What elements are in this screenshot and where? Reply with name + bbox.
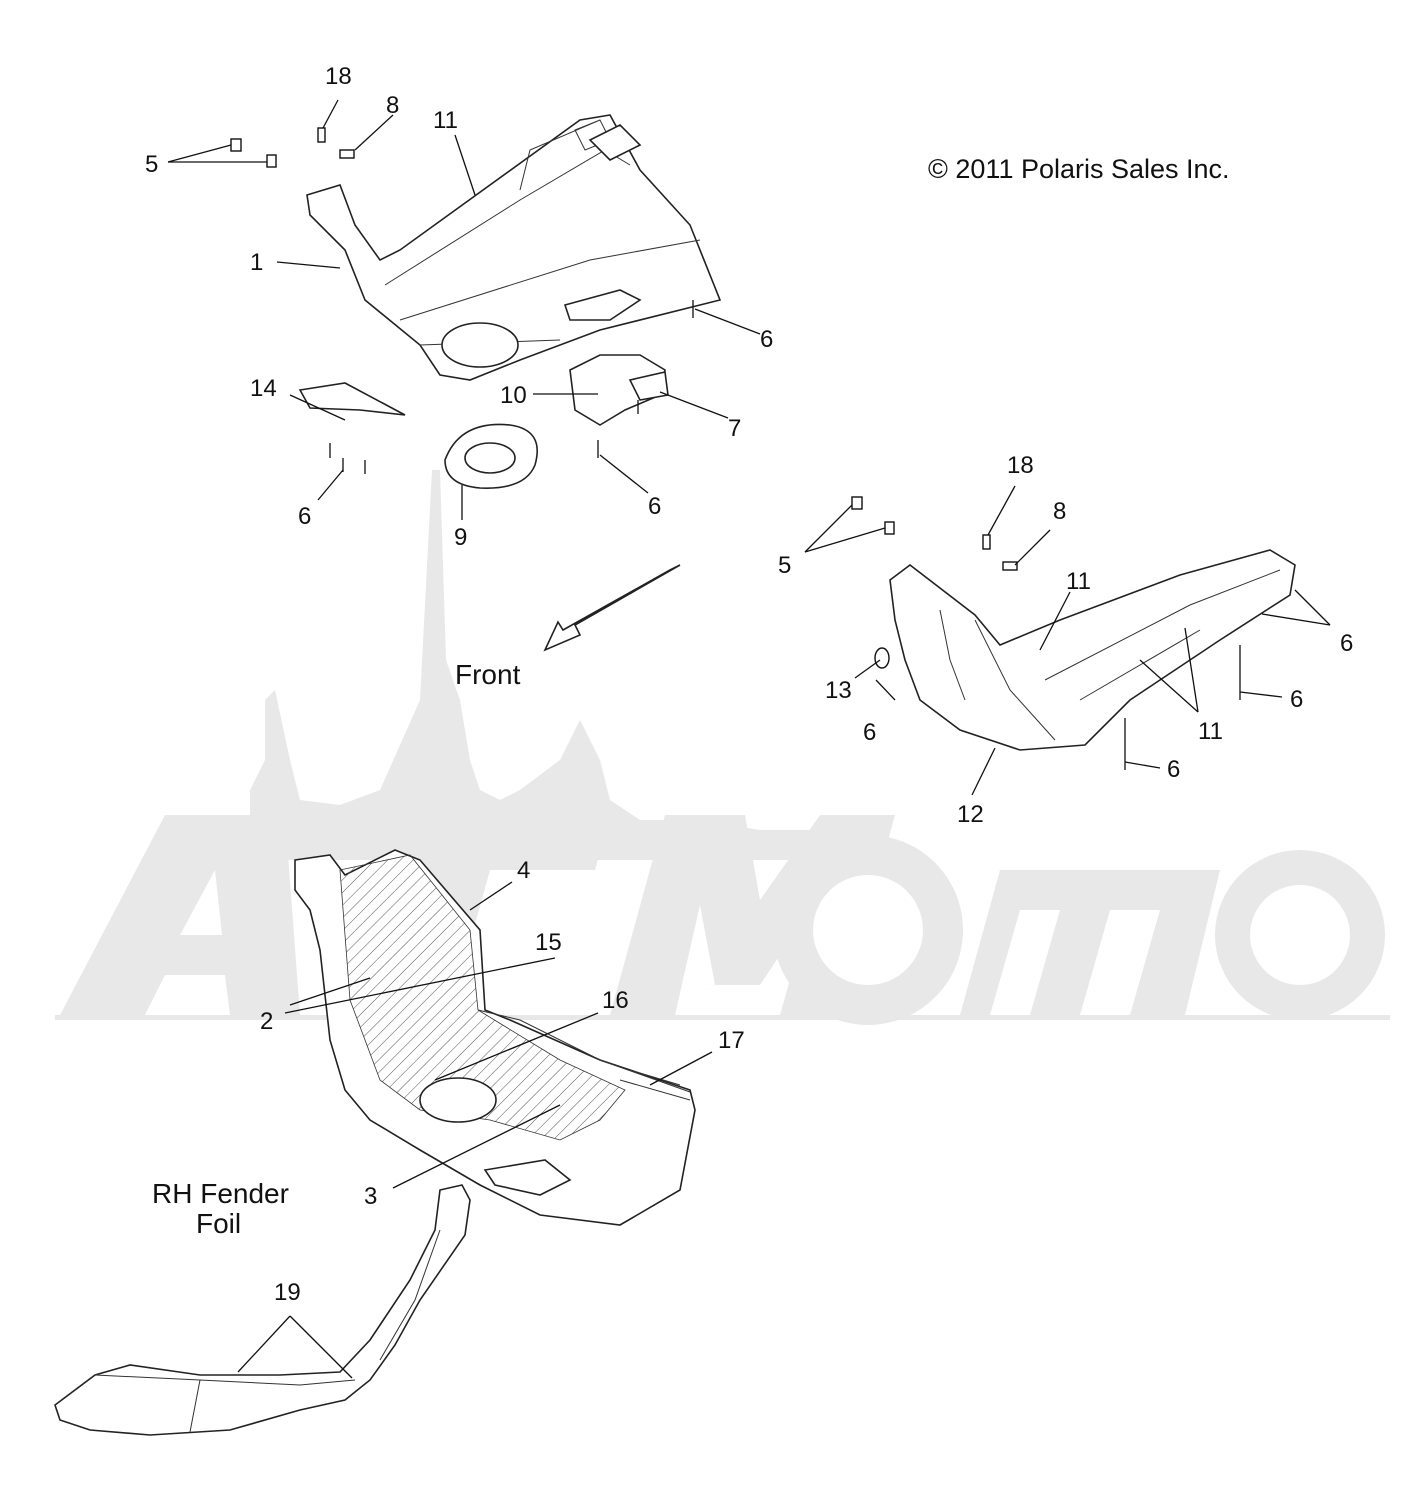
callout-17: 17 [718, 1027, 745, 1054]
callout-13: 13 [825, 677, 852, 704]
callout-6: 6 [863, 719, 876, 746]
callout-19: 19 [274, 1279, 301, 1306]
callout-18: 18 [325, 63, 352, 90]
callout-labels: 18 8 11 5 1 6 10 7 14 6 9 6 18 8 5 11 6 … [145, 63, 1353, 1306]
front-label: Front [455, 659, 521, 690]
callout-8: 8 [386, 92, 399, 119]
callout-6: 6 [1290, 686, 1303, 713]
callout-16: 16 [602, 987, 629, 1014]
rh-footwell-assembly [889, 549, 1296, 751]
watermark-logo: ActiMoto [55, 470, 1390, 1025]
callout-18: 18 [1007, 452, 1034, 479]
front-direction-arrow: Front [455, 564, 681, 690]
callout-5: 5 [778, 552, 791, 579]
fasteners [230, 127, 1241, 770]
screw-icon [329, 300, 1241, 770]
callout-6: 6 [1340, 630, 1353, 657]
leader-lines [167, 99, 1331, 1379]
grommet-ring [444, 423, 538, 489]
lh-footwell-assembly [306, 114, 722, 381]
callout-8: 8 [1053, 498, 1066, 525]
callout-3: 3 [364, 1183, 377, 1210]
callout-12: 12 [957, 801, 984, 828]
callout-6: 6 [760, 326, 773, 353]
callout-15: 15 [535, 929, 562, 956]
watermark-text: ActiMoto [705, 988, 709, 991]
callout-10: 10 [500, 382, 527, 409]
copyright-text: © 2011 Polaris Sales Inc. [928, 154, 1230, 184]
callout-6: 6 [298, 503, 311, 530]
push-rivet-icon [230, 127, 1018, 669]
rh-fender-label-line2: Foil [196, 1208, 241, 1239]
callout-11: 11 [433, 107, 458, 134]
heel-panel [569, 354, 669, 426]
lower-footwell-assembly [294, 849, 696, 1226]
rh-fender-label-line1: RH Fender [152, 1178, 289, 1209]
footwell-hole [441, 322, 519, 368]
callout-11: 11 [1066, 568, 1091, 595]
callout-11: 11 [1198, 718, 1223, 745]
bracket-14 [298, 382, 406, 416]
callout-14: 14 [250, 375, 277, 402]
callout-6: 6 [648, 493, 661, 520]
callout-7: 7 [728, 415, 741, 442]
callout-9: 9 [454, 524, 467, 551]
callout-6: 6 [1167, 756, 1180, 783]
rh-fender-foil: RH Fender Foil [54, 1178, 471, 1436]
callout-5: 5 [145, 151, 158, 178]
callout-2: 2 [260, 1008, 273, 1035]
callout-4: 4 [517, 857, 530, 884]
callout-1: 1 [250, 249, 263, 276]
